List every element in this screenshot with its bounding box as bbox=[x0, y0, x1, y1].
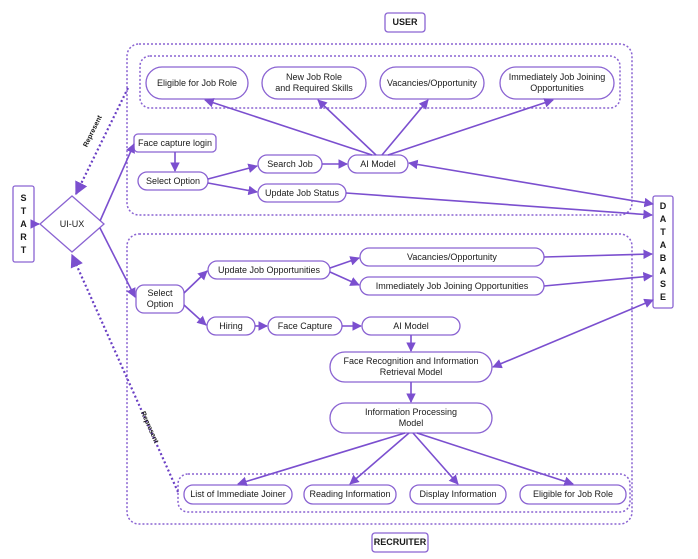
user-outputs-frame bbox=[139, 55, 621, 109]
edge-proc-out3 bbox=[412, 432, 459, 485]
face-recognition-box bbox=[329, 351, 493, 383]
edge-vacancies-database bbox=[543, 249, 653, 260]
recruiter-select-option-box bbox=[135, 284, 185, 314]
recruiter-vacancies-box bbox=[359, 247, 545, 267]
edge-represent-recruiter bbox=[70, 253, 180, 493]
face-capture-box bbox=[267, 316, 343, 336]
user-output-eligible-box bbox=[145, 66, 249, 100]
edge-database-facerecog bbox=[492, 298, 654, 369]
edge-ai-out2 bbox=[317, 99, 377, 156]
face-capture-login-box bbox=[133, 133, 217, 153]
edge-uiux-facelogin bbox=[99, 143, 135, 222]
edge-uiux-recruiter-select bbox=[99, 227, 136, 298]
edge-ai-out4 bbox=[387, 98, 554, 156]
recruiter-immediate-box bbox=[359, 276, 545, 296]
user-output-immediate-box bbox=[499, 66, 615, 100]
user-output-new-role-box bbox=[261, 66, 367, 100]
edge-represent-user bbox=[75, 87, 129, 196]
edge-ai-out1 bbox=[204, 98, 373, 156]
edge-database-user-ai bbox=[408, 159, 654, 208]
info-processing-box bbox=[329, 402, 493, 434]
user-section-frame bbox=[126, 43, 633, 216]
hiring-box bbox=[206, 316, 256, 336]
edge-proc-out2 bbox=[349, 432, 410, 485]
edge-update-immediate bbox=[329, 271, 360, 286]
edge-update-vacancies bbox=[329, 256, 360, 269]
ui-ux-diamond bbox=[39, 195, 105, 253]
update-job-status-box bbox=[257, 183, 347, 203]
recruiter-section-frame bbox=[126, 233, 633, 525]
output-eligible-box bbox=[519, 484, 627, 505]
user-select-option-box bbox=[137, 171, 209, 191]
database-box bbox=[652, 195, 674, 309]
user-tag-box bbox=[384, 12, 426, 33]
recruiter-outputs-frame bbox=[177, 473, 631, 513]
recruiter-tag-box bbox=[371, 532, 429, 553]
output-display-info-box bbox=[409, 484, 507, 505]
edge-select-status bbox=[207, 182, 258, 196]
edge-ai-out3 bbox=[381, 99, 429, 156]
edge-immediate-database bbox=[543, 272, 653, 287]
user-ai-model-box bbox=[347, 154, 409, 174]
output-reading-info-box bbox=[303, 484, 397, 505]
edge-status-database bbox=[345, 192, 653, 220]
edge-proc-out4 bbox=[416, 432, 574, 486]
start-box bbox=[12, 185, 35, 263]
edge-rselect-update bbox=[183, 270, 208, 294]
user-output-vacancies-box bbox=[379, 66, 485, 100]
search-job-box bbox=[257, 154, 323, 174]
edge-proc-out1 bbox=[237, 432, 406, 487]
recruiter-ai-model-box bbox=[361, 316, 461, 336]
update-job-opportunities-box bbox=[207, 260, 331, 280]
edge-select-search bbox=[207, 163, 258, 180]
edge-rselect-hiring bbox=[183, 304, 207, 326]
output-immediate-joiner-box bbox=[183, 484, 293, 505]
